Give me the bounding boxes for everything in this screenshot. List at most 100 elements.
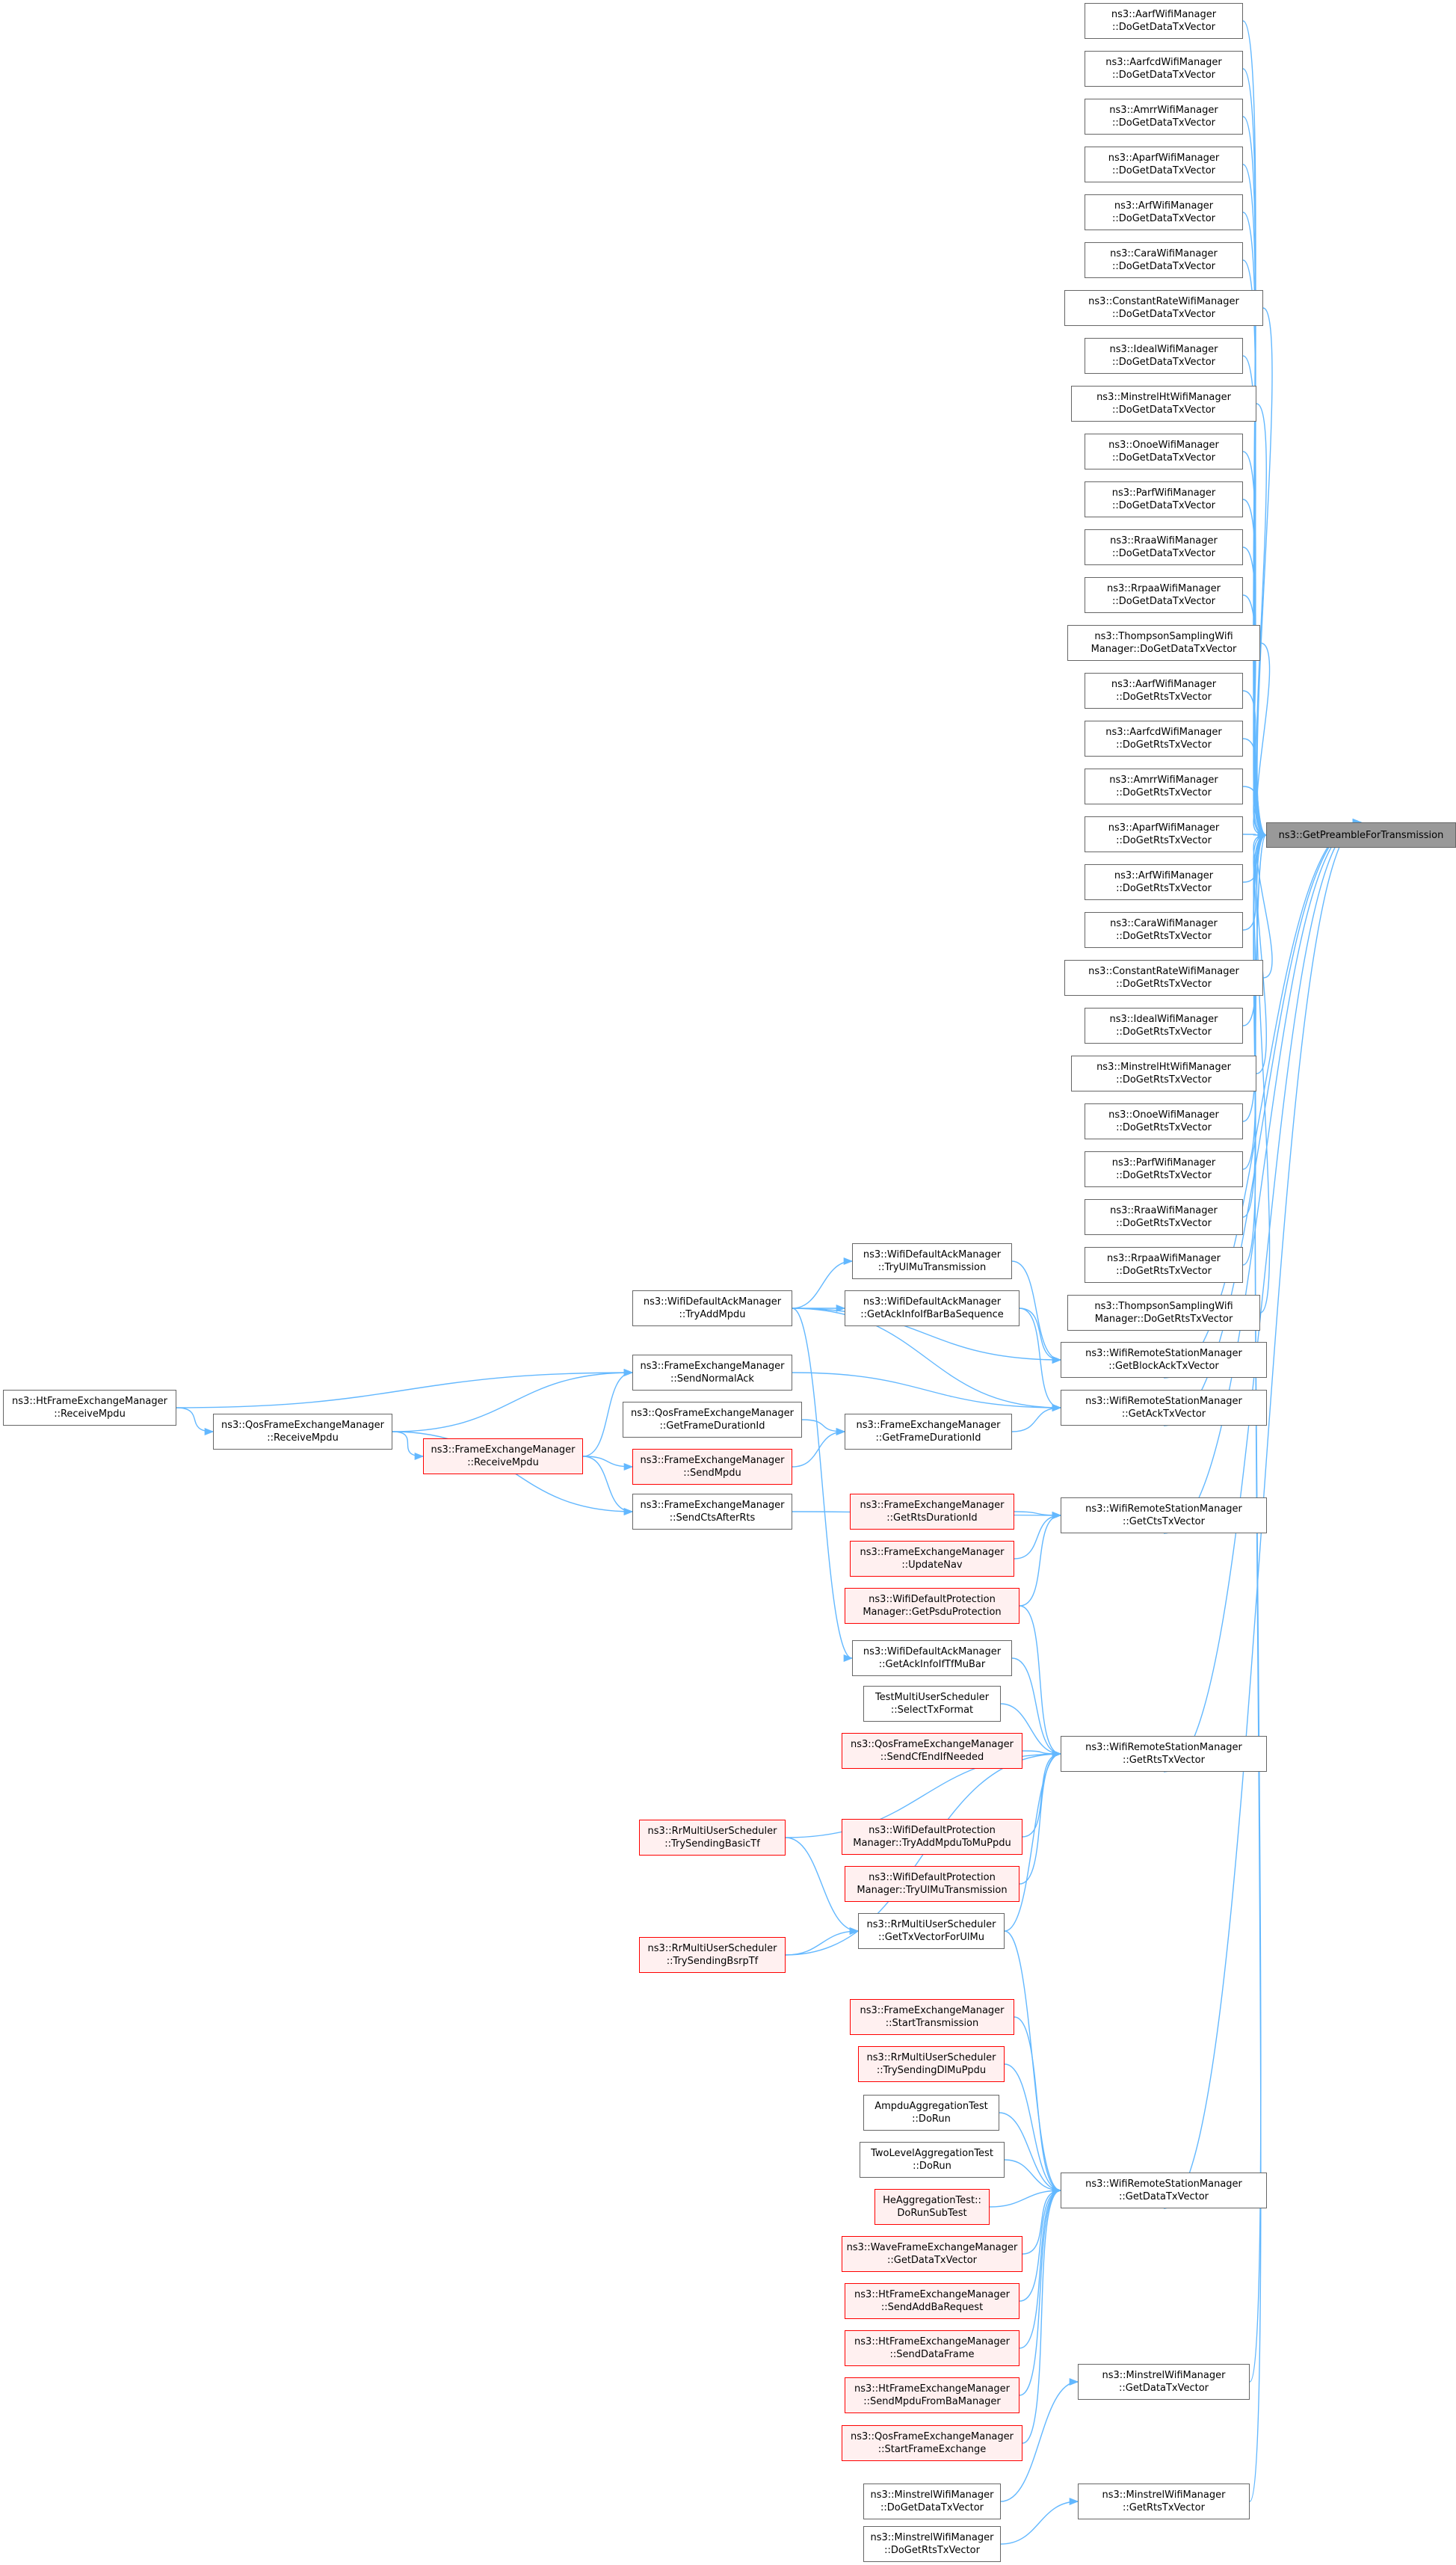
node-label-line: ns3::WifiDefaultAckManager — [863, 1296, 1002, 1308]
node-rrmus-dlmu[interactable]: ns3::RrMultiUserScheduler::TrySendingDlM… — [858, 2046, 1005, 2082]
node-rraa-rts[interactable]: ns3::RraaWifiManager::DoGetRtsTxVector — [1085, 1199, 1243, 1235]
node-onoe-rts[interactable]: ns3::OnoeWifiManager::DoGetRtsTxVector — [1085, 1103, 1243, 1139]
node-minstrelht-data[interactable]: ns3::MinstrelHtWifiManager::DoGetDataTxV… — [1071, 386, 1256, 422]
node-constrate-rts[interactable]: ns3::ConstantRateWifiManager::DoGetRtsTx… — [1064, 960, 1263, 996]
node-rrmus-gettxvec[interactable]: ns3::RrMultiUserScheduler::GetTxVectorFo… — [858, 1913, 1005, 1949]
node-minstrelht-rts[interactable]: ns3::MinstrelHtWifiManager::DoGetRtsTxVe… — [1071, 1056, 1256, 1091]
node-aarf-rts[interactable]: ns3::AarfWifiManager::DoGetRtsTxVector — [1085, 673, 1243, 709]
node-aarf-data[interactable]: ns3::AarfWifiManager::DoGetDataTxVector — [1085, 3, 1243, 39]
root-node[interactable]: ns3::GetPreambleForTransmission — [1266, 822, 1456, 848]
node-aparf-data[interactable]: ns3::AparfWifiManager::DoGetDataTxVector — [1085, 147, 1243, 182]
node-onoe-data[interactable]: ns3::OnoeWifiManager::DoGetDataTxVector — [1085, 434, 1243, 469]
node-qfem-sendcfend[interactable]: ns3::QosFrameExchangeManager::SendCfEndI… — [842, 1733, 1022, 1769]
node-rrmus-bsrptf[interactable]: ns3::RrMultiUserScheduler::TrySendingBsr… — [639, 1937, 786, 1973]
node-amrr-rts[interactable]: ns3::AmrrWifiManager::DoGetRtsTxVector — [1085, 769, 1243, 804]
node-label-line: ::StartFrameExchange — [877, 2444, 987, 2455]
edge-wave-getdata-to-wrsm-data — [1022, 2186, 1062, 2255]
node-constrate-data[interactable]: ns3::ConstantRateWifiManager::DoGetDataT… — [1064, 290, 1263, 326]
node-rrpaa-data[interactable]: ns3::RrpaaWifiManager::DoGetDataTxVector — [1085, 577, 1243, 613]
edge-wdam-tryadd-to-wrsm-ack — [792, 1308, 1062, 1412]
node-label-line: ns3::MinstrelWifiManager — [1102, 2370, 1226, 2381]
node-aparf-rts[interactable]: ns3::AparfWifiManager::DoGetRtsTxVector — [1085, 816, 1243, 852]
node-wrsm-data[interactable]: ns3::WifiRemoteStationManager::GetDataTx… — [1061, 2173, 1267, 2208]
node-ampdu-dorun[interactable]: AmpduAggregationTest::DoRun — [863, 2095, 999, 2131]
node-testmus-select[interactable]: TestMultiUserScheduler::SelectTxFormat — [863, 1686, 1001, 1722]
node-wdam-tryulmu[interactable]: ns3::WifiDefaultAckManager::TryUlMuTrans… — [852, 1243, 1012, 1279]
node-arf-data[interactable]: ns3::ArfWifiManager::DoGetDataTxVector — [1085, 194, 1243, 230]
node-rraa-data[interactable]: ns3::RraaWifiManager::DoGetDataTxVector — [1085, 529, 1243, 565]
node-fem-getframedur[interactable]: ns3::FrameExchangeManager::GetFrameDurat… — [845, 1414, 1012, 1450]
node-wrsm-rts[interactable]: ns3::WifiRemoteStationManager::GetRtsTxV… — [1061, 1736, 1267, 1772]
node-heagg-subtest[interactable]: HeAggregationTest::DoRunSubTest — [874, 2189, 990, 2225]
node-fem-getrtsdur[interactable]: ns3::FrameExchangeManager::GetRtsDuratio… — [850, 1494, 1014, 1530]
node-label-line: ns3::QosFrameExchangeManager — [850, 2431, 1014, 2442]
node-qfem-getframedur[interactable]: ns3::QosFrameExchangeManager::GetFrameDu… — [623, 1402, 802, 1438]
node-htfem-fromba[interactable]: ns3::HtFrameExchangeManager::SendMpduFro… — [845, 2377, 1019, 2413]
node-label-line: ns3::WifiRemoteStationManager — [1085, 1742, 1242, 1753]
edge-rrmus-basictf-to-rrmus-gettxvec — [785, 1837, 860, 1936]
node-qfem-startframe[interactable]: ns3::QosFrameExchangeManager::StartFrame… — [842, 2425, 1022, 2461]
node-label-line: ns3::FrameExchangeManager — [860, 1547, 1005, 1558]
node-label-line: ns3::WifiDefaultAckManager — [863, 1646, 1002, 1657]
node-label-line: ns3::RrpaaWifiManager — [1107, 583, 1221, 594]
node-ideal-rts[interactable]: ns3::IdealWifiManager::DoGetRtsTxVector — [1085, 1008, 1243, 1044]
node-minstrel-getdata[interactable]: ns3::MinstrelWifiManager::GetDataTxVecto… — [1078, 2364, 1250, 2400]
node-amrr-data[interactable]: ns3::AmrrWifiManager::DoGetDataTxVector — [1085, 99, 1243, 135]
node-wave-getdata[interactable]: ns3::WaveFrameExchangeManager::GetDataTx… — [842, 2236, 1022, 2272]
node-label-line: HeAggregationTest:: — [883, 2195, 981, 2206]
edge-htfem-fromba-to-wrsm-data — [1019, 2187, 1062, 2396]
node-wrsm-ack[interactable]: ns3::WifiRemoteStationManager::GetAckTxV… — [1061, 1390, 1267, 1426]
node-label-line: ::TryUlMuTransmission — [877, 1262, 987, 1273]
node-wdam-tryadd[interactable]: ns3::WifiDefaultAckManager::TryAddMpdu — [632, 1290, 792, 1326]
node-label-line: ::UpdateNav — [901, 1559, 963, 1571]
node-label-line: ::GetAckInfoIfTfMuBar — [878, 1659, 986, 1670]
node-label-line: ns3::ParfWifiManager — [1111, 1157, 1216, 1168]
node-fem-updatenav[interactable]: ns3::FrameExchangeManager::UpdateNav — [850, 1541, 1014, 1577]
node-wrsm-blockack[interactable]: ns3::WifiRemoteStationManager::GetBlockA… — [1061, 1342, 1267, 1378]
node-minstrel-dogetdata[interactable]: ns3::MinstrelWifiManager::DoGetDataTxVec… — [863, 2484, 1001, 2519]
node-fem-receivempdu[interactable]: ns3::FrameExchangeManager::ReceiveMpdu — [423, 1438, 583, 1474]
node-fem-starttx[interactable]: ns3::FrameExchangeManager::StartTransmis… — [850, 1999, 1014, 2035]
edge-rrmus-gettxvec-to-wrsm-rts — [1004, 1750, 1062, 1932]
node-label-line: ns3::IdealWifiManager — [1109, 1014, 1218, 1025]
node-fem-sendnormalack[interactable]: ns3::FrameExchangeManager::SendNormalAck — [632, 1355, 792, 1391]
node-label-line: Manager::TryAddMpduToMuPpdu — [853, 1838, 1011, 1849]
node-label-line: ::GetDataTxVector — [1118, 2191, 1209, 2202]
node-fem-sendcts[interactable]: ns3::FrameExchangeManager::SendCtsAfterR… — [632, 1494, 792, 1530]
node-aarfcd-rts[interactable]: ns3::AarfcdWifiManager::DoGetRtsTxVector — [1085, 721, 1243, 757]
node-rrmus-basictf[interactable]: ns3::RrMultiUserScheduler::TrySendingBas… — [639, 1820, 786, 1856]
node-label-line: ::DoGetRtsTxVector — [1116, 979, 1212, 990]
node-parf-data[interactable]: ns3::ParfWifiManager::DoGetDataTxVector — [1085, 481, 1243, 517]
node-minstrel-getrts[interactable]: ns3::MinstrelWifiManager::GetRtsTxVector — [1078, 2484, 1250, 2519]
node-ideal-data[interactable]: ns3::IdealWifiManager::DoGetDataTxVector — [1085, 338, 1243, 374]
node-arf-rts[interactable]: ns3::ArfWifiManager::DoGetRtsTxVector — [1085, 864, 1243, 900]
edge-wrsm-cts-to-root — [1163, 819, 1363, 1534]
node-minstrel-dogetrts[interactable]: ns3::MinstrelWifiManager::DoGetRtsTxVect… — [863, 2526, 1001, 2562]
node-htfem-dataframe[interactable]: ns3::HtFrameExchangeManager::SendDataFra… — [845, 2330, 1019, 2366]
node-aarfcd-data[interactable]: ns3::AarfcdWifiManager::DoGetDataTxVecto… — [1085, 51, 1243, 87]
edge-htfem-receivempdu-to-qfem-receivempdu — [176, 1407, 215, 1436]
node-cara-rts[interactable]: ns3::CaraWifiManager::DoGetRtsTxVector — [1085, 912, 1243, 948]
node-rrpaa-rts[interactable]: ns3::RrpaaWifiManager::DoGetRtsTxVector — [1085, 1247, 1243, 1283]
node-label-line: ::TrySendingDlMuPpdu — [876, 2065, 987, 2076]
node-fem-sendmpdu[interactable]: ns3::FrameExchangeManager::SendMpdu — [632, 1449, 792, 1485]
node-label-line: TestMultiUserScheduler — [874, 1692, 990, 1703]
node-wrsm-cts[interactable]: ns3::WifiRemoteStationManager::GetCtsTxV… — [1061, 1497, 1267, 1533]
node-cara-data[interactable]: ns3::CaraWifiManager::DoGetDataTxVector — [1085, 242, 1243, 278]
node-parf-rts[interactable]: ns3::ParfWifiManager::DoGetRtsTxVector — [1085, 1151, 1243, 1187]
node-wdam-getackbar[interactable]: ns3::WifiDefaultAckManager::GetAckInfoIf… — [845, 1290, 1019, 1326]
node-label-line: ::SendMpduFromBaManager — [863, 2396, 1001, 2407]
node-htfem-receivempdu[interactable]: ns3::HtFrameExchangeManager::ReceiveMpdu — [3, 1390, 176, 1426]
edge-htfem-receivempdu-to-fem-sendnormalack — [176, 1368, 634, 1408]
node-label-line: ns3::RrMultiUserScheduler — [647, 1826, 777, 1837]
node-label-line: ns3::FrameExchangeManager — [860, 2005, 1005, 2016]
node-twolevel-dorun[interactable]: TwoLevelAggregationTest::DoRun — [860, 2142, 1005, 2178]
node-htfem-addba[interactable]: ns3::HtFrameExchangeManager::SendAddBaRe… — [845, 2283, 1019, 2319]
node-wdam-getacktf[interactable]: ns3::WifiDefaultAckManager::GetAckInfoIf… — [852, 1640, 1012, 1676]
node-qfem-receivempdu[interactable]: ns3::QosFrameExchangeManager::ReceiveMpd… — [213, 1414, 392, 1450]
